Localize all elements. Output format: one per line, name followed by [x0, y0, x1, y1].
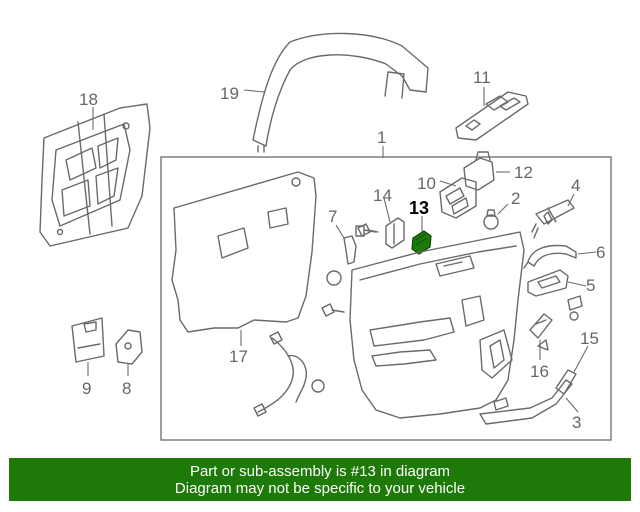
banner-line-1: Part or sub-assembly is #13 in diagram — [189, 462, 451, 480]
part-16-clip — [529, 313, 553, 339]
part-8-hinge-bracket — [115, 329, 143, 365]
callout-10: 10 — [417, 174, 436, 193]
part-6-linkage-rod — [523, 244, 577, 269]
part-13-highlighted-switch — [411, 230, 432, 255]
info-banner: Part or sub-assembly is #13 in diagram D… — [9, 458, 631, 501]
part-2-push-pin — [483, 209, 499, 230]
callout-12: 12 — [514, 163, 533, 182]
part-9-switch-module — [71, 317, 105, 363]
part-12-window-switch — [463, 151, 495, 191]
callout-8: 8 — [122, 379, 131, 398]
callout-19: 19 — [220, 84, 239, 103]
screws — [321, 223, 579, 351]
callout-5: 5 — [586, 276, 595, 295]
part-5-inside-handle — [527, 269, 583, 311]
callout-7: 7 — [328, 207, 337, 226]
callout-16: 16 — [530, 362, 549, 381]
assembly-frame — [160, 156, 612, 441]
callout-1: 1 — [377, 128, 386, 147]
leader-lines — [87, 87, 597, 413]
part-18-reinforcement-panel — [39, 103, 151, 247]
callout-14: 14 — [373, 186, 392, 205]
callout-4: 4 — [571, 176, 580, 195]
part-4-bracket — [531, 199, 575, 239]
door-trim-panel — [349, 231, 525, 419]
part-10-switch-assembly — [439, 177, 477, 219]
wiring-harness — [253, 331, 325, 417]
callout-labels: 1 2 3 4 5 6 7 8 9 10 11 12 13 14 15 16 1… — [79, 68, 605, 432]
part-15-cap — [555, 369, 577, 395]
callout-17: 17 — [229, 347, 248, 366]
part-19-frame-molding — [252, 32, 429, 153]
banner-line-2: Diagram may not be specific to your vehi… — [174, 479, 466, 497]
callout-9: 9 — [82, 379, 91, 398]
callout-13: 13 — [409, 198, 429, 218]
parts-diagram: 1 2 3 4 5 6 7 8 9 10 11 12 13 14 15 16 1… — [39, 32, 612, 441]
callout-11: 11 — [473, 68, 491, 87]
callout-3: 3 — [572, 413, 581, 432]
part-17-trim-panel — [171, 171, 317, 333]
callout-6: 6 — [596, 243, 605, 262]
part-14-bracket — [385, 217, 405, 249]
part-3-lower-molding — [479, 379, 573, 425]
part-11-switch-bezel — [455, 91, 529, 141]
callout-18: 18 — [79, 90, 98, 109]
callout-15: 15 — [580, 329, 599, 348]
callout-2: 2 — [511, 189, 520, 208]
